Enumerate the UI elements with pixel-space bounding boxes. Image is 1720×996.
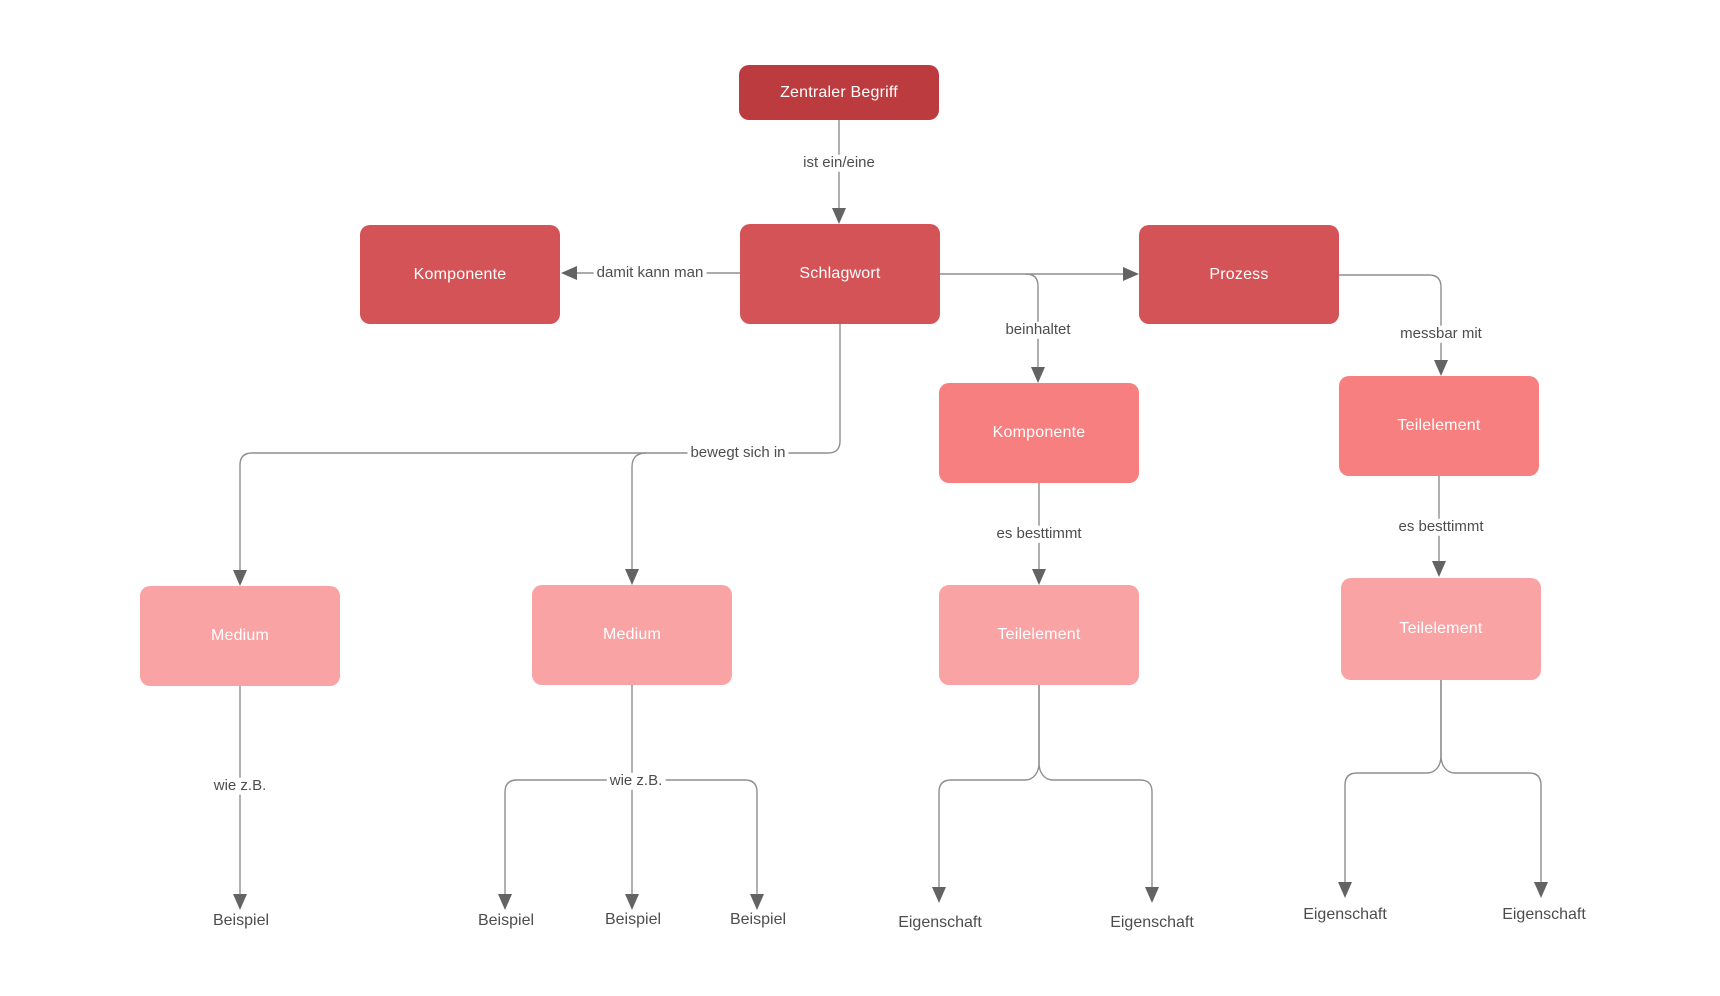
node-label: Komponente — [413, 265, 507, 283]
node-teilelement-mitte[interactable]: Teilelement — [939, 585, 1139, 685]
leaf-label-beispiel[interactable]: Beispiel — [604, 911, 662, 928]
node-medium-mitte[interactable]: Medium — [532, 585, 732, 685]
edge-prozess-teilelement[interactable] — [1339, 274, 1448, 376]
node-label: Zentraler Begriff — [780, 83, 898, 101]
leaf-label-eigenschaft[interactable]: Eigenschaft — [1303, 906, 1387, 923]
node-komponente-mitte[interactable]: Komponente — [939, 383, 1139, 483]
edge-label-messbar-mit[interactable]: messbar mit — [1397, 325, 1485, 343]
edge-label-beinhaltet[interactable]: beinhaltet — [1002, 321, 1074, 339]
edge-teilelement-rechts-eigenschaften[interactable] — [1338, 680, 1548, 898]
node-prozess[interactable]: Prozess — [1139, 225, 1339, 324]
node-zentraler-begriff[interactable]: Zentraler Begriff — [739, 65, 939, 120]
leaf-label-eigenschaft[interactable]: Eigenschaft — [1110, 914, 1194, 931]
node-label: Teilelement — [1399, 620, 1483, 637]
leaf-label-beispiel[interactable]: Beispiel — [212, 912, 270, 929]
node-label: Teilelement — [1397, 417, 1481, 434]
node-schlagwort[interactable]: Schlagwort — [740, 224, 940, 324]
edge-label-ist-ein-eine[interactable]: ist ein/eine — [800, 154, 878, 172]
node-label: Medium — [210, 627, 270, 644]
edge-label-damit-kann-man[interactable]: damit kann man — [593, 264, 707, 282]
edge-label-es-besttimmt[interactable]: es besttimmt — [993, 525, 1085, 543]
edge-medium-links-beispiel[interactable] — [233, 686, 247, 910]
edge-label-bewegt-sich-in[interactable]: bewegt sich in — [687, 444, 789, 462]
edge-label-wie-zb[interactable]: wie z.B. — [606, 772, 666, 790]
node-label: Prozess — [1209, 265, 1269, 283]
edge-label-es-besttimmt[interactable]: es besttimmt — [1395, 518, 1487, 536]
leaf-label-beispiel[interactable]: Beispiel — [729, 911, 787, 928]
edge-schlagwort-medium-links[interactable] — [233, 324, 841, 586]
node-medium-links[interactable]: Medium — [140, 586, 340, 686]
leaf-label-beispiel[interactable]: Beispiel — [477, 912, 535, 929]
node-label: Teilelement — [997, 626, 1081, 643]
node-label: Komponente — [992, 424, 1086, 441]
node-label: Schlagwort — [799, 265, 881, 282]
node-teilelement-rechts-oben[interactable]: Teilelement — [1339, 376, 1539, 476]
node-komponente-links[interactable]: Komponente — [360, 225, 560, 324]
node-label: Medium — [602, 626, 662, 643]
edge-schlagwort-medium-mitte[interactable] — [625, 452, 647, 585]
edge-label-wie-zb[interactable]: wie z.B. — [210, 777, 270, 795]
node-teilelement-rechts-unten[interactable]: Teilelement — [1341, 578, 1541, 680]
edge-teilelement-rechts-oben-unten[interactable] — [1432, 476, 1446, 577]
edge-schlagwort-prozess[interactable] — [940, 267, 1139, 281]
edge-medium-mitte-beispiele[interactable] — [498, 685, 764, 910]
leaf-label-eigenschaft[interactable]: Eigenschaft — [898, 914, 982, 931]
edge-teilelement-mitte-eigenschaften[interactable] — [932, 685, 1159, 903]
edge-zentraler-begriff-schlagwort[interactable] — [832, 120, 846, 224]
edge-schlagwort-komponente-mitte[interactable] — [1025, 273, 1045, 383]
leaf-label-eigenschaft[interactable]: Eigenschaft — [1502, 906, 1586, 923]
